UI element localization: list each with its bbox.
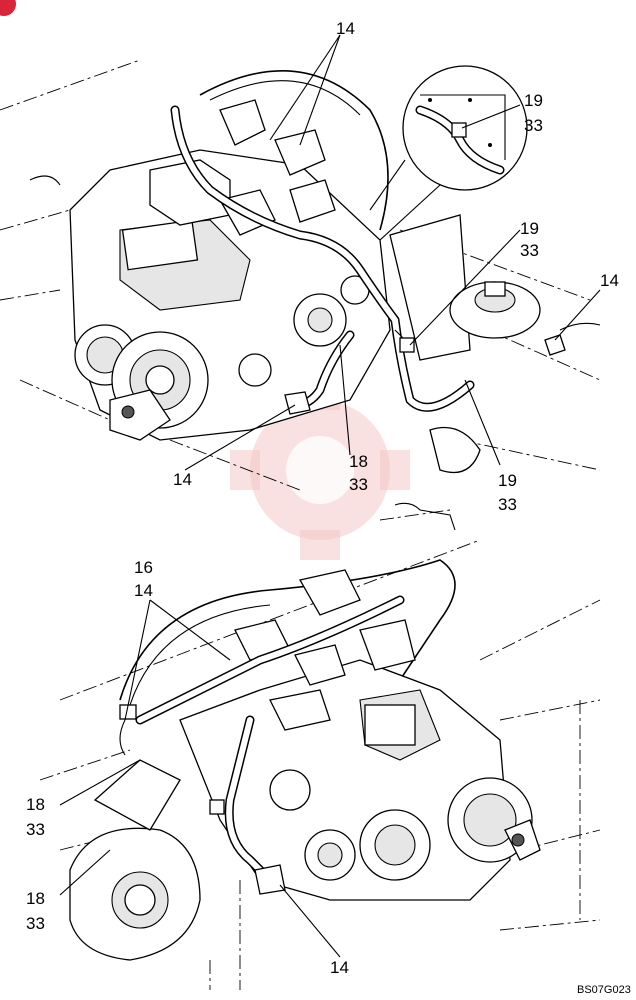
- callout-33-lower: 33: [498, 495, 517, 514]
- callout-18-bottom-lower: 18: [26, 889, 45, 908]
- callout-18-bottom-upper: 18: [26, 795, 45, 814]
- top-view: [0, 34, 601, 491]
- callout-19-lower: 19: [498, 471, 517, 490]
- callout-14-left: 14: [173, 470, 192, 489]
- callout-14-bottom-top: 14: [134, 581, 153, 600]
- callout-33-top: 33: [349, 475, 368, 494]
- callout-33-detail: 33: [524, 116, 543, 135]
- drawing-code: BS07G023: [577, 984, 631, 996]
- callout-16-bottom: 16: [134, 558, 153, 577]
- bottom-view: [39, 502, 601, 990]
- callout-14-right: 14: [600, 271, 619, 290]
- callout-14-bottom: 14: [330, 958, 349, 977]
- callout-19-mid: 19: [520, 219, 539, 238]
- callout-14-top: 14: [336, 19, 355, 38]
- callout-19-detail: 19: [524, 91, 543, 110]
- callout-18-top: 18: [349, 452, 368, 471]
- callout-33-bottom-upper: 33: [26, 820, 45, 839]
- callout-33-mid: 33: [520, 241, 539, 260]
- callout-33-bottom-lower: 33: [26, 914, 45, 933]
- corner-badge: [0, 0, 16, 16]
